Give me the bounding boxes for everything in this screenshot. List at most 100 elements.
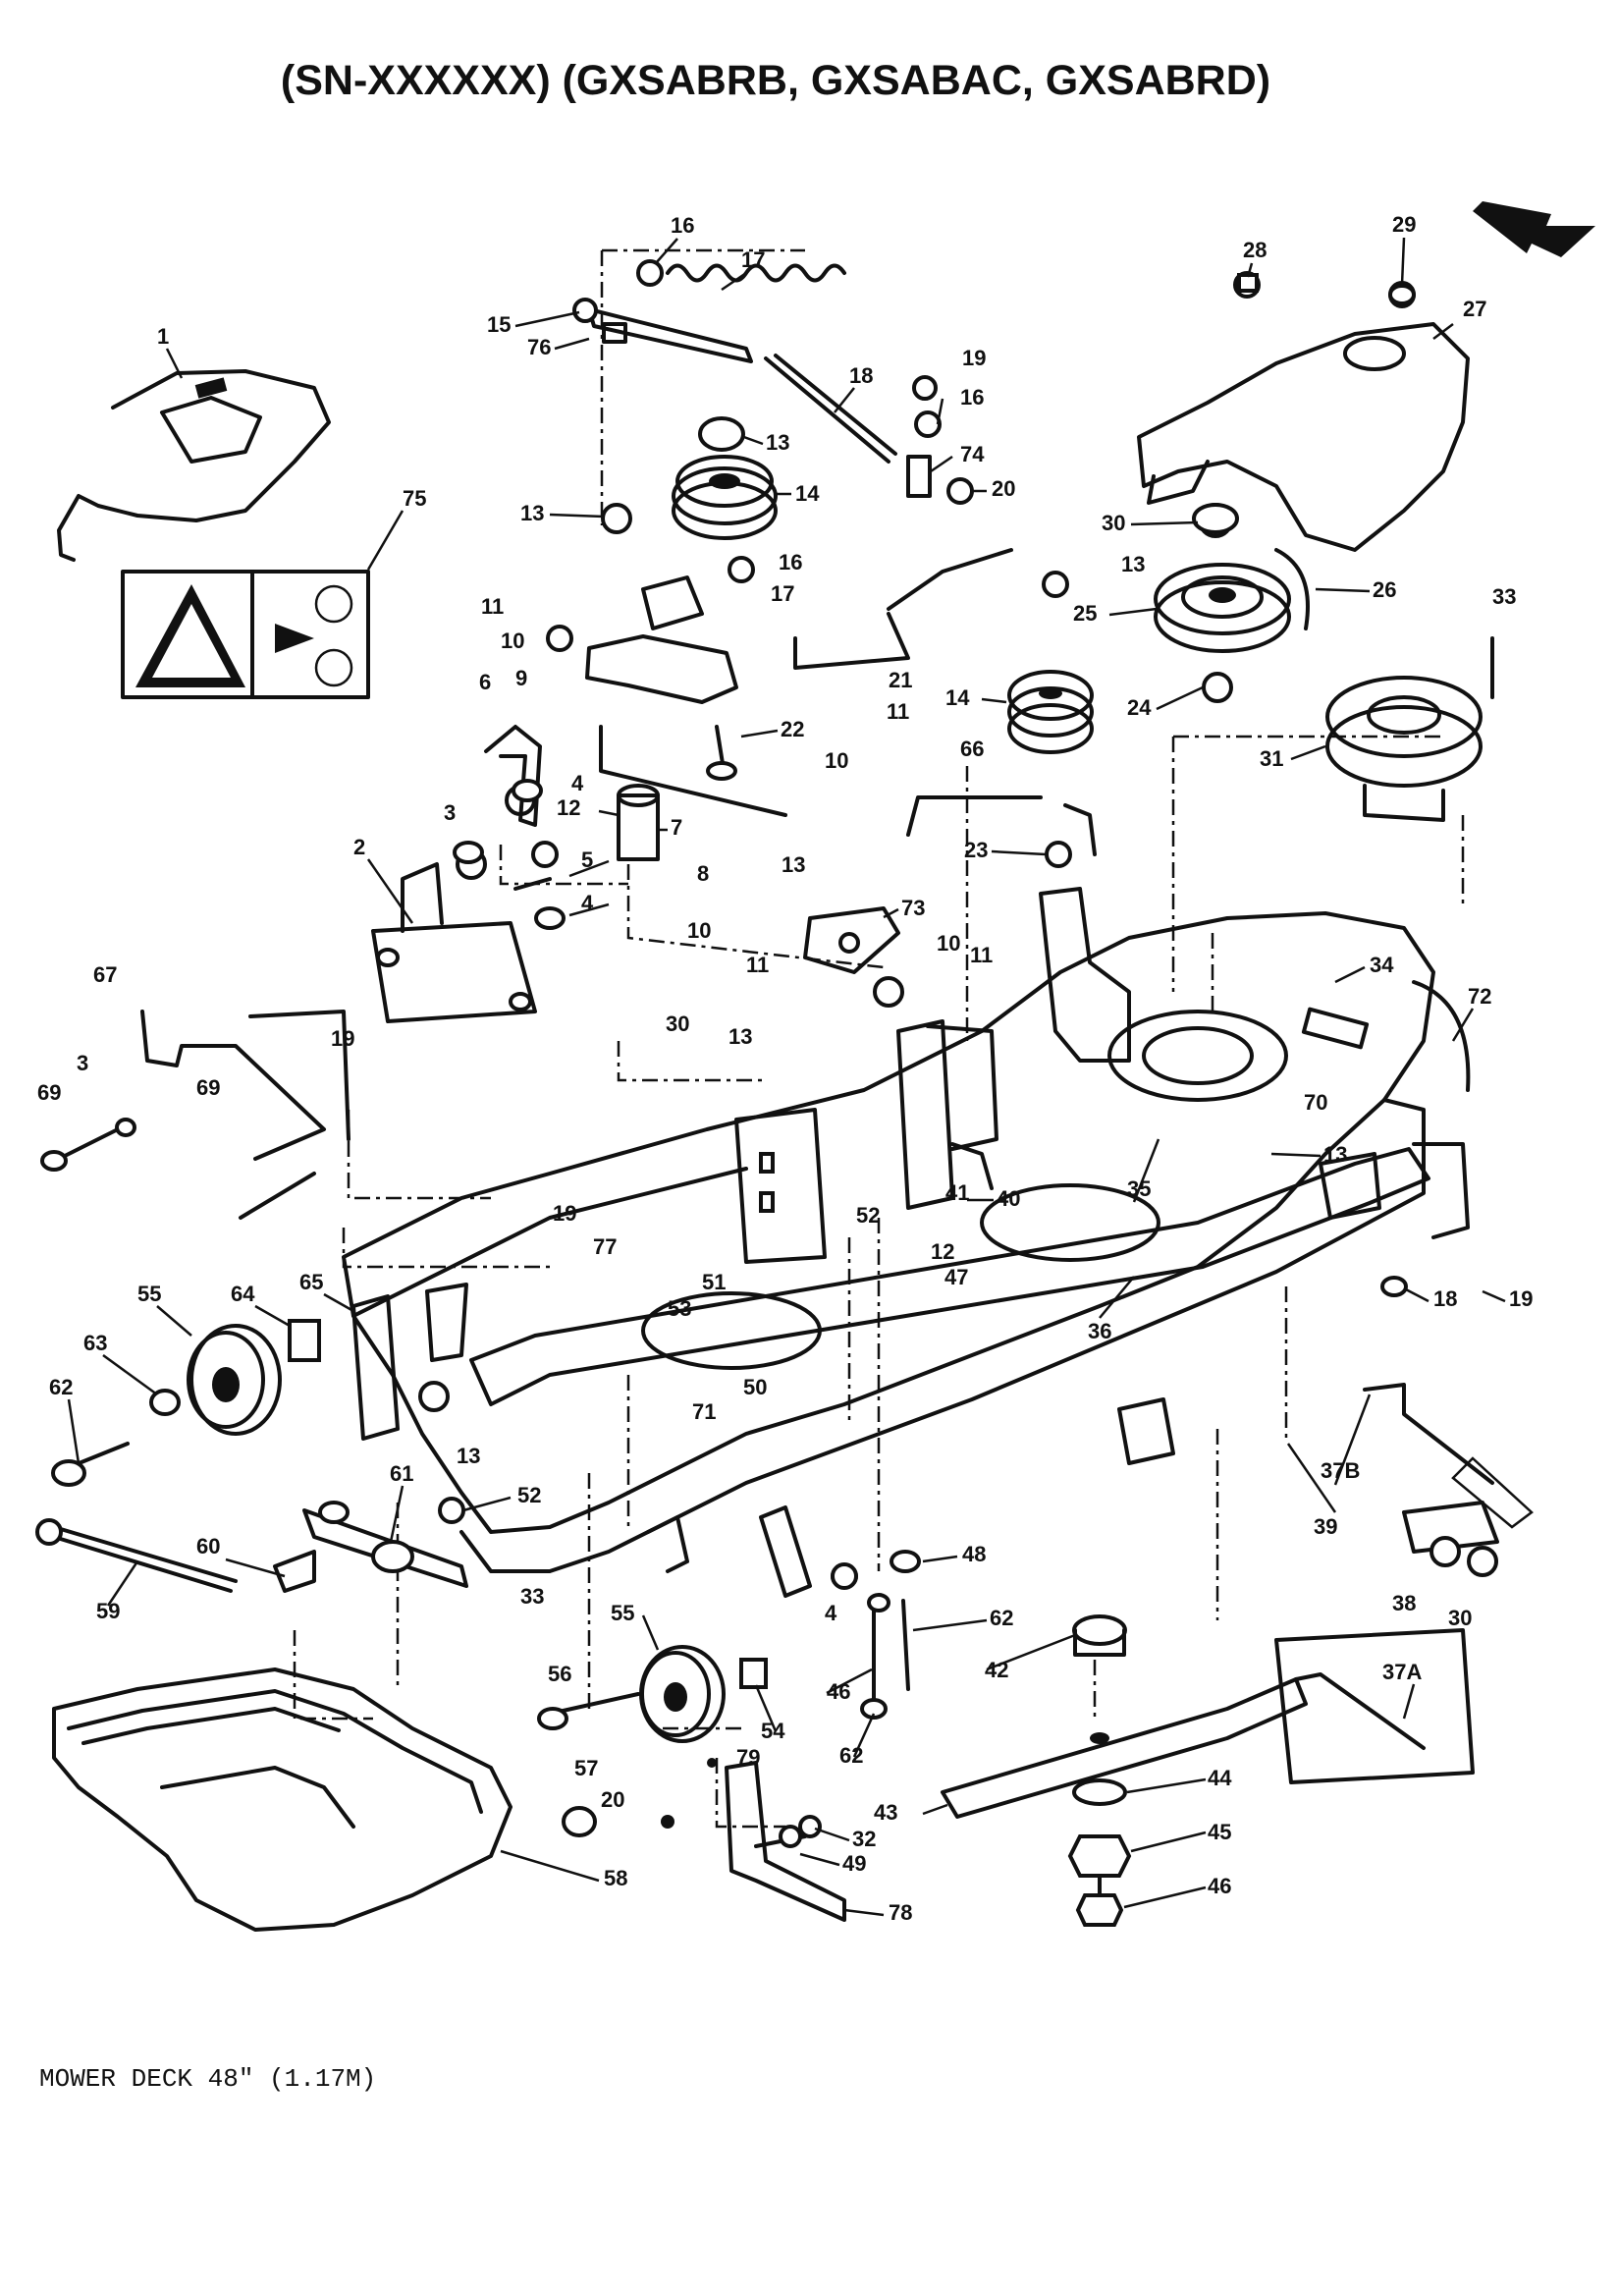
callout-22: 22 [781,717,804,741]
callout-12: 12 [557,795,580,820]
callout-13: 13 [520,501,544,525]
callout-2: 2 [353,835,365,859]
callout-41: 41 [945,1180,969,1205]
callout-5: 5 [581,847,593,872]
bracket-part-6 [453,725,660,930]
callout-54: 54 [761,1719,785,1743]
callout-71: 71 [692,1399,716,1424]
blade-part-43 [941,1677,1308,1819]
bracket-center-plate [734,1108,827,1264]
callout-34: 34 [1370,953,1394,977]
callout-13: 13 [766,430,789,455]
bracket-part-4-lower [646,1505,858,1598]
callout-20: 20 [992,476,1015,501]
callout-26: 26 [1373,577,1396,602]
callout-7: 7 [671,815,682,840]
discharge-chute-part-58 [52,1667,597,1932]
callout-15: 15 [487,312,511,337]
callout-25: 25 [1073,601,1097,626]
callout-47: 47 [944,1265,968,1289]
callout-61: 61 [390,1461,413,1486]
idler-pulley-part-14-upper [672,416,778,540]
callout-40: 40 [997,1186,1020,1211]
callout-11: 11 [746,953,769,977]
bracket-part-78 [661,1758,846,1922]
callout-11: 11 [481,594,504,619]
callout-6: 6 [479,670,491,694]
bracket-part-41 [896,1019,998,1210]
bracket-part-23 [1039,803,1131,1063]
callout-18: 18 [849,363,873,388]
gauge-wheel-part-55-left [51,1319,321,1487]
callout-46: 46 [1208,1874,1231,1898]
callout-52: 52 [856,1203,880,1228]
callout-17: 17 [741,247,765,272]
link-part-67 [40,1010,351,1220]
callout-65: 65 [299,1270,323,1294]
callout-13: 13 [1121,552,1145,576]
callout-39: 39 [1314,1514,1337,1539]
rod-part-37a-box [1274,1501,1499,1784]
deck-housing-part-34 [342,911,1471,1573]
callout-30: 30 [666,1011,689,1036]
idler-arm-part-9 [585,575,787,817]
callout-55: 55 [611,1601,634,1625]
callout-leader-lines [67,237,1506,1917]
callout-70: 70 [1304,1090,1327,1115]
callout-43: 43 [874,1800,897,1825]
bracket-part-65 [351,1283,468,1441]
rod-part-37b [1363,1383,1534,1529]
callout-3: 3 [77,1051,88,1075]
callout-75: 75 [403,486,426,511]
callout-53: 53 [668,1296,691,1321]
callout-9: 9 [515,666,527,690]
callout-58: 58 [604,1866,627,1890]
callout-14: 14 [945,685,970,710]
callout-19: 19 [553,1201,576,1226]
callout-36: 36 [1088,1319,1111,1343]
callout-11: 11 [887,699,909,724]
callout-59: 59 [96,1599,120,1623]
rod-part-21 [793,548,1013,670]
callout-51: 51 [702,1270,726,1294]
callout-33: 33 [520,1584,544,1609]
callout-67: 67 [93,962,117,987]
callout-19: 19 [962,346,986,370]
callout-69: 69 [37,1080,61,1105]
callout-63: 63 [83,1331,107,1355]
callout-45: 45 [1208,1820,1231,1844]
callout-30: 30 [1102,511,1125,535]
bracket-part-2 [371,862,537,1023]
callout-30: 30 [1448,1606,1472,1630]
callout-16: 16 [671,213,694,238]
callout-66: 66 [960,737,984,761]
callout-31: 31 [1260,746,1283,771]
bracket-part-73 [803,906,904,1008]
callout-28: 28 [1243,238,1267,262]
callout-56: 56 [548,1662,571,1686]
callout-8: 8 [697,861,709,886]
callout-64: 64 [231,1282,255,1306]
idler-spring-assembly [572,248,846,525]
callout-33: 33 [1492,584,1516,609]
rod-part-18 [764,354,974,505]
callout-73: 73 [901,896,925,920]
idler-pulley-part-14-lower [1007,670,1094,754]
gauge-wheel-part-55-lower [537,1645,768,1743]
callout-10: 10 [501,629,524,653]
pulley-part-25 [1154,503,1310,653]
callout-14: 14 [795,481,820,506]
callout-77: 77 [593,1234,617,1259]
assembly-guide-lines [293,735,1465,1829]
callout-13: 13 [1323,1142,1347,1167]
warning-decal-part-75 [121,570,370,699]
callout-4: 4 [825,1601,837,1625]
callout-79: 79 [736,1745,760,1770]
callout-44: 44 [1208,1766,1232,1790]
callout-74: 74 [960,442,985,466]
callout-10: 10 [825,748,848,773]
callout-23: 23 [964,838,988,862]
callout-3: 3 [444,800,456,825]
rod-part-66 [906,795,1043,837]
